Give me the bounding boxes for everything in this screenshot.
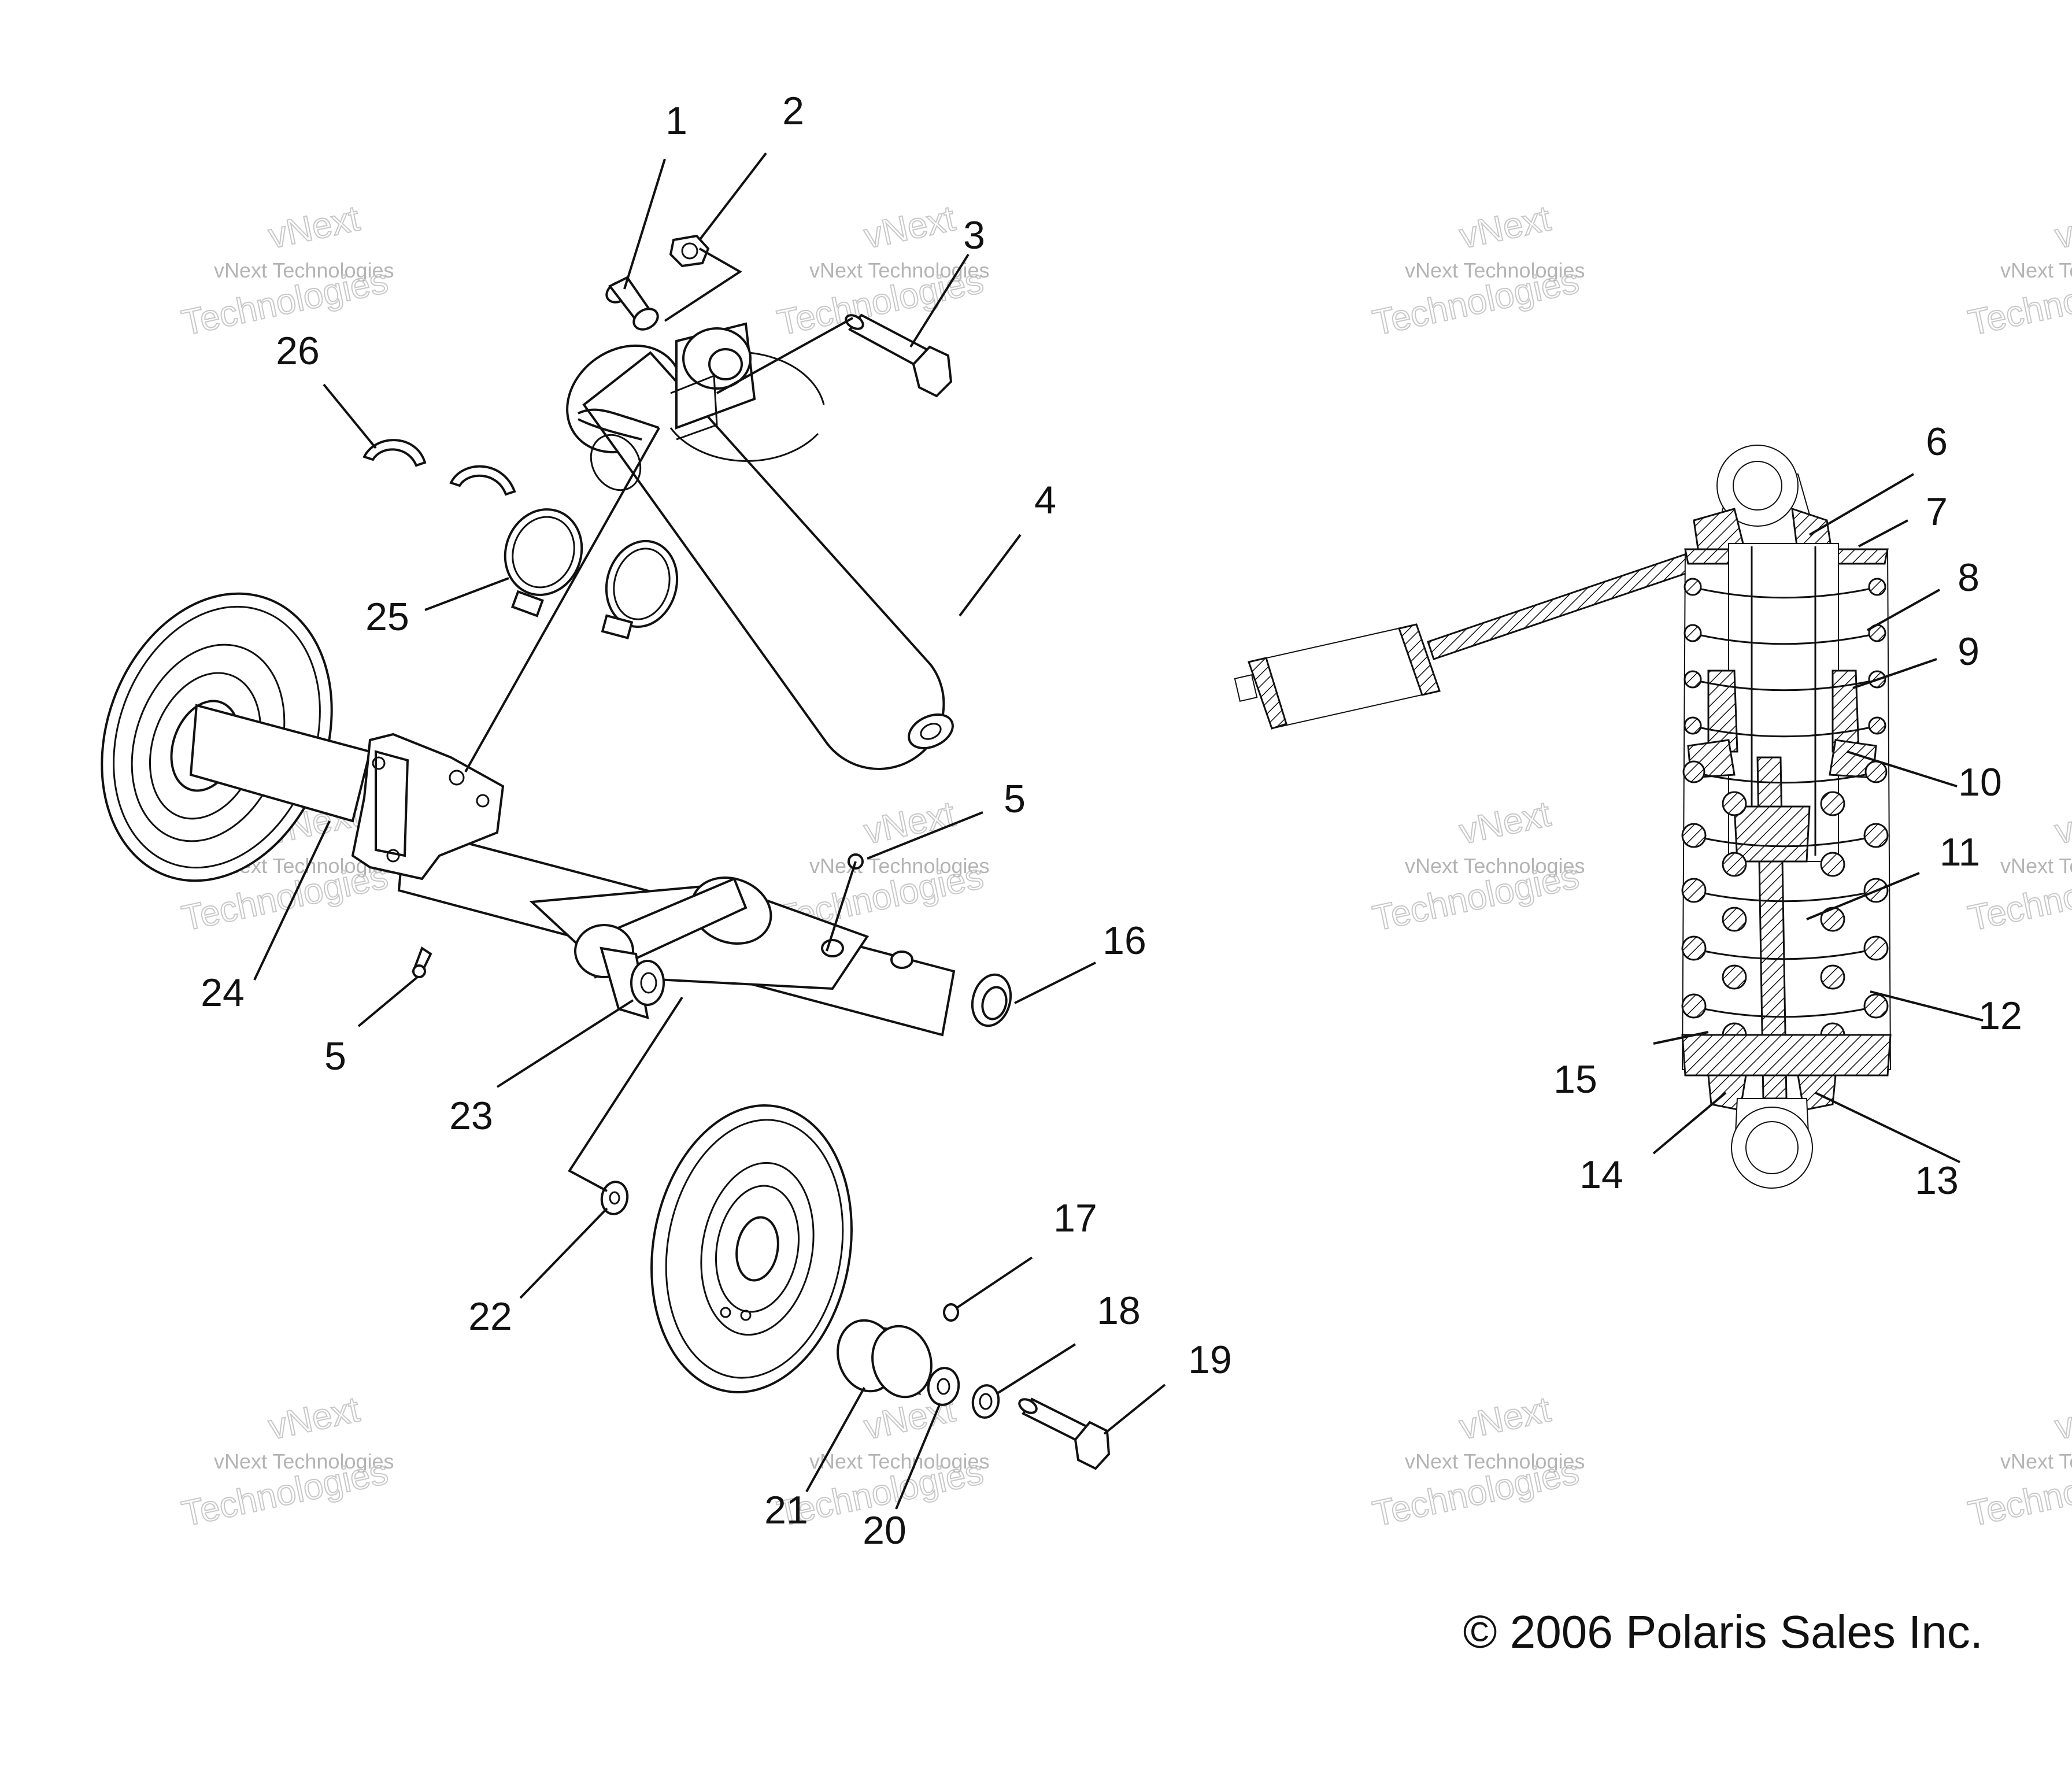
svg-text:vNext: vNext [1456, 794, 1554, 852]
callout-9: 9 [1958, 630, 1980, 674]
callout-26: 26 [276, 329, 320, 373]
lock-washer-part [971, 1384, 1000, 1419]
callout-7: 7 [1926, 490, 1948, 534]
washer-part [600, 1181, 629, 1215]
callout-18: 18 [1097, 1289, 1141, 1333]
callout-5-lower: 5 [324, 1034, 346, 1078]
svg-text:vNext Technologies: vNext Technologies [2000, 258, 2072, 282]
callout-4: 4 [1034, 478, 1056, 522]
svg-text:vNext Technologies: vNext Technologies [214, 258, 394, 282]
small-idler-wheel [650, 1104, 853, 1393]
callout-22: 22 [468, 1295, 512, 1338]
axle-arm [529, 876, 913, 1019]
callout-8: 8 [1958, 556, 1980, 600]
callout-6: 6 [1926, 420, 1948, 464]
svg-text:vNext Technologies: vNext Technologies [1405, 854, 1585, 878]
svg-text:vNext Technologies: vNext Technologies [1405, 258, 1585, 282]
svg-text:vNext: vNext [1456, 198, 1554, 256]
watermark: vNext vNext Technologies Technologies [178, 198, 394, 343]
callout-20: 20 [863, 1508, 906, 1552]
bolt-part [1018, 1397, 1111, 1470]
callout-24: 24 [201, 971, 245, 1015]
grease-fitting-part [412, 946, 432, 978]
sleeve-part [605, 276, 659, 331]
bolt-part [845, 313, 953, 398]
callout-13: 13 [1915, 1159, 1959, 1203]
svg-text:vNext Technologies: vNext Technologies [2000, 1449, 2072, 1473]
callout-25: 25 [365, 595, 409, 639]
callout-17: 17 [1053, 1196, 1097, 1240]
nut-part [669, 234, 710, 268]
svg-text:vNext: vNext [265, 1389, 363, 1447]
svg-text:vNext: vNext [861, 794, 959, 852]
callout-5-upper: 5 [1004, 777, 1026, 821]
callout-10: 10 [1958, 760, 2002, 804]
spacer-part [837, 1319, 933, 1399]
callout-16: 16 [1102, 919, 1146, 963]
hose-clamp-part [504, 508, 583, 617]
washer-part [927, 1367, 960, 1406]
leader-lines [253, 152, 1984, 1510]
svg-text:vNext: vNext [2052, 198, 2072, 256]
callout-labels: 1 2 3 4 5 5 6 7 8 9 10 11 12 13 14 15 16… [201, 89, 2022, 1552]
plug-part [943, 1303, 959, 1322]
svg-text:vNext Technologies: vNext Technologies [1405, 1449, 1585, 1473]
watermark: vNext vNext Technologies Technologies [1964, 1389, 2072, 1534]
svg-text:vNext Technologies: vNext Technologies [809, 854, 990, 878]
hose-clamp-part [601, 539, 679, 639]
svg-text:vNext Technologies: vNext Technologies [2000, 854, 2072, 878]
callout-15: 15 [1553, 1057, 1597, 1101]
watermark: vNext vNext Technologies Technologies [1964, 198, 2072, 343]
callout-12: 12 [1978, 994, 2022, 1038]
watermark: vNext vNext Technologies Technologies [178, 1389, 394, 1534]
shock-cross-section [1234, 445, 1892, 1189]
callout-11: 11 [1940, 830, 1981, 874]
callout-23: 23 [449, 1094, 493, 1138]
shock-top-eye [578, 322, 756, 441]
watermark: vNext vNext Technologies Technologies [1369, 793, 1585, 939]
callout-1: 1 [665, 99, 687, 143]
coil-spring [1681, 578, 1889, 1048]
svg-text:vNext Technologies: vNext Technologies [214, 1449, 394, 1473]
callout-14: 14 [1579, 1153, 1623, 1197]
svg-text:vNext Technologies: vNext Technologies [809, 1449, 990, 1473]
watermark: vNext vNext Technologies Technologies [774, 198, 990, 343]
callout-19: 19 [1188, 1338, 1232, 1382]
callout-21: 21 [764, 1488, 808, 1532]
svg-text:vNext: vNext [861, 198, 959, 256]
retainer-clip-part [362, 439, 516, 496]
svg-text:vNext: vNext [2052, 1389, 2072, 1447]
watermark: vNext vNext Technologies Technologies [1964, 793, 2072, 939]
svg-text:vNext: vNext [1456, 1389, 1554, 1447]
copyright-notice: © 2006 Polaris Sales Inc. [1463, 1606, 1983, 1658]
svg-text:vNext: vNext [2052, 794, 2072, 852]
watermark: vNext vNext Technologies Technologies [1369, 1389, 1585, 1534]
callout-2: 2 [782, 89, 804, 133]
watermark: vNext vNext Technologies Technologies [1369, 198, 1585, 343]
svg-text:vNext: vNext [265, 198, 363, 256]
callout-3: 3 [963, 213, 985, 257]
